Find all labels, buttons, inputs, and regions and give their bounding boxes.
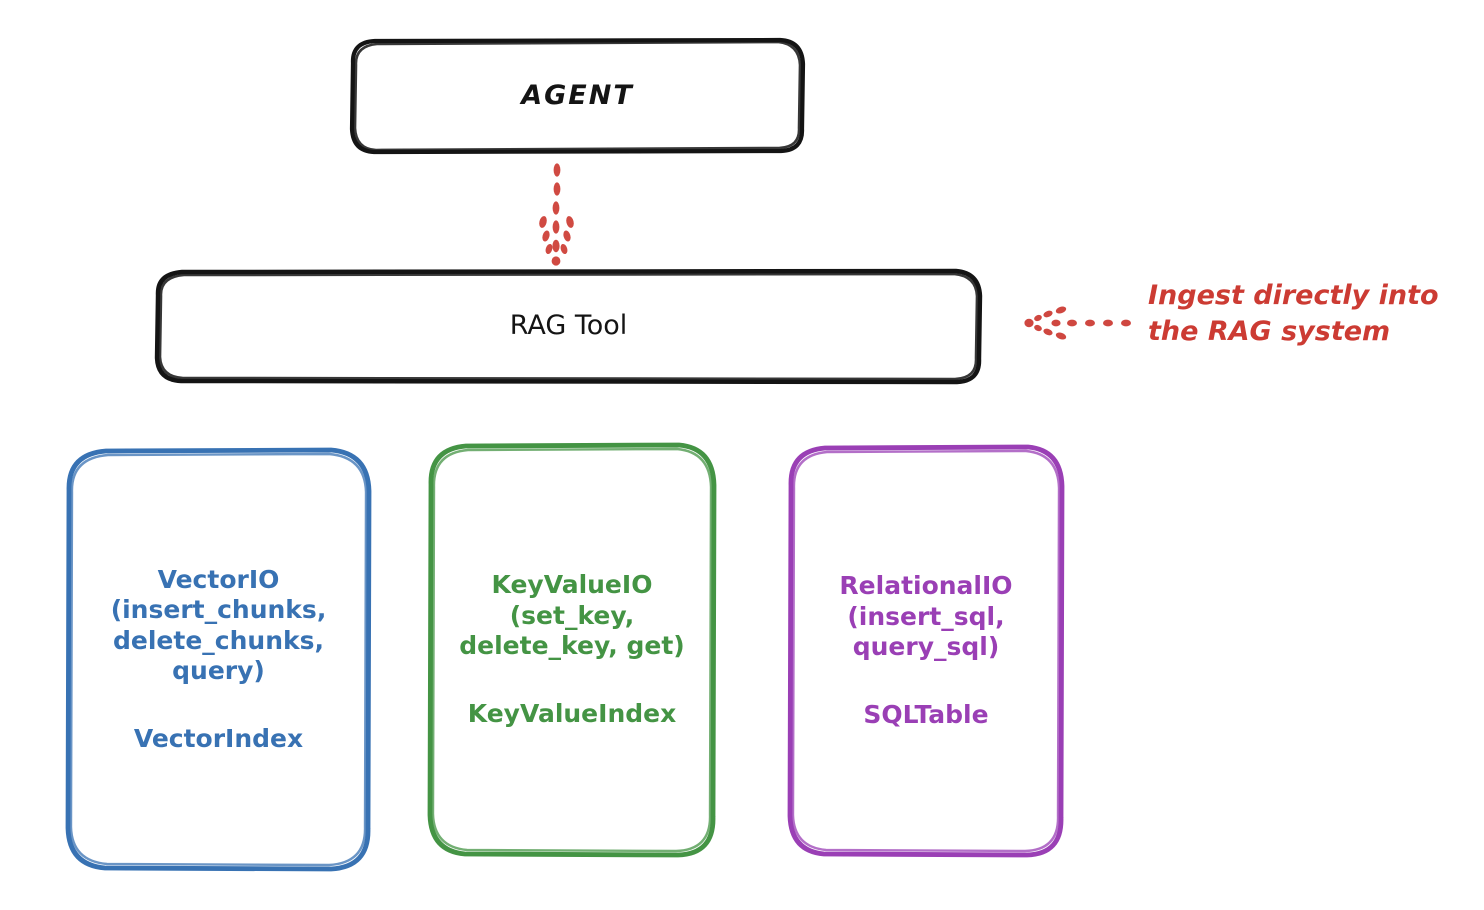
relational-io-node-shape[interactable] <box>787 444 1065 858</box>
rag-tool-node-shape[interactable] <box>154 268 983 385</box>
agent-node-shape[interactable] <box>349 37 806 155</box>
agent-to-rag-dotted-arrow <box>539 163 574 266</box>
key-value-io-node-shape[interactable] <box>427 442 717 858</box>
ingest-dotted-arrow <box>1024 306 1131 340</box>
vector-io-node-shape[interactable] <box>65 447 372 872</box>
